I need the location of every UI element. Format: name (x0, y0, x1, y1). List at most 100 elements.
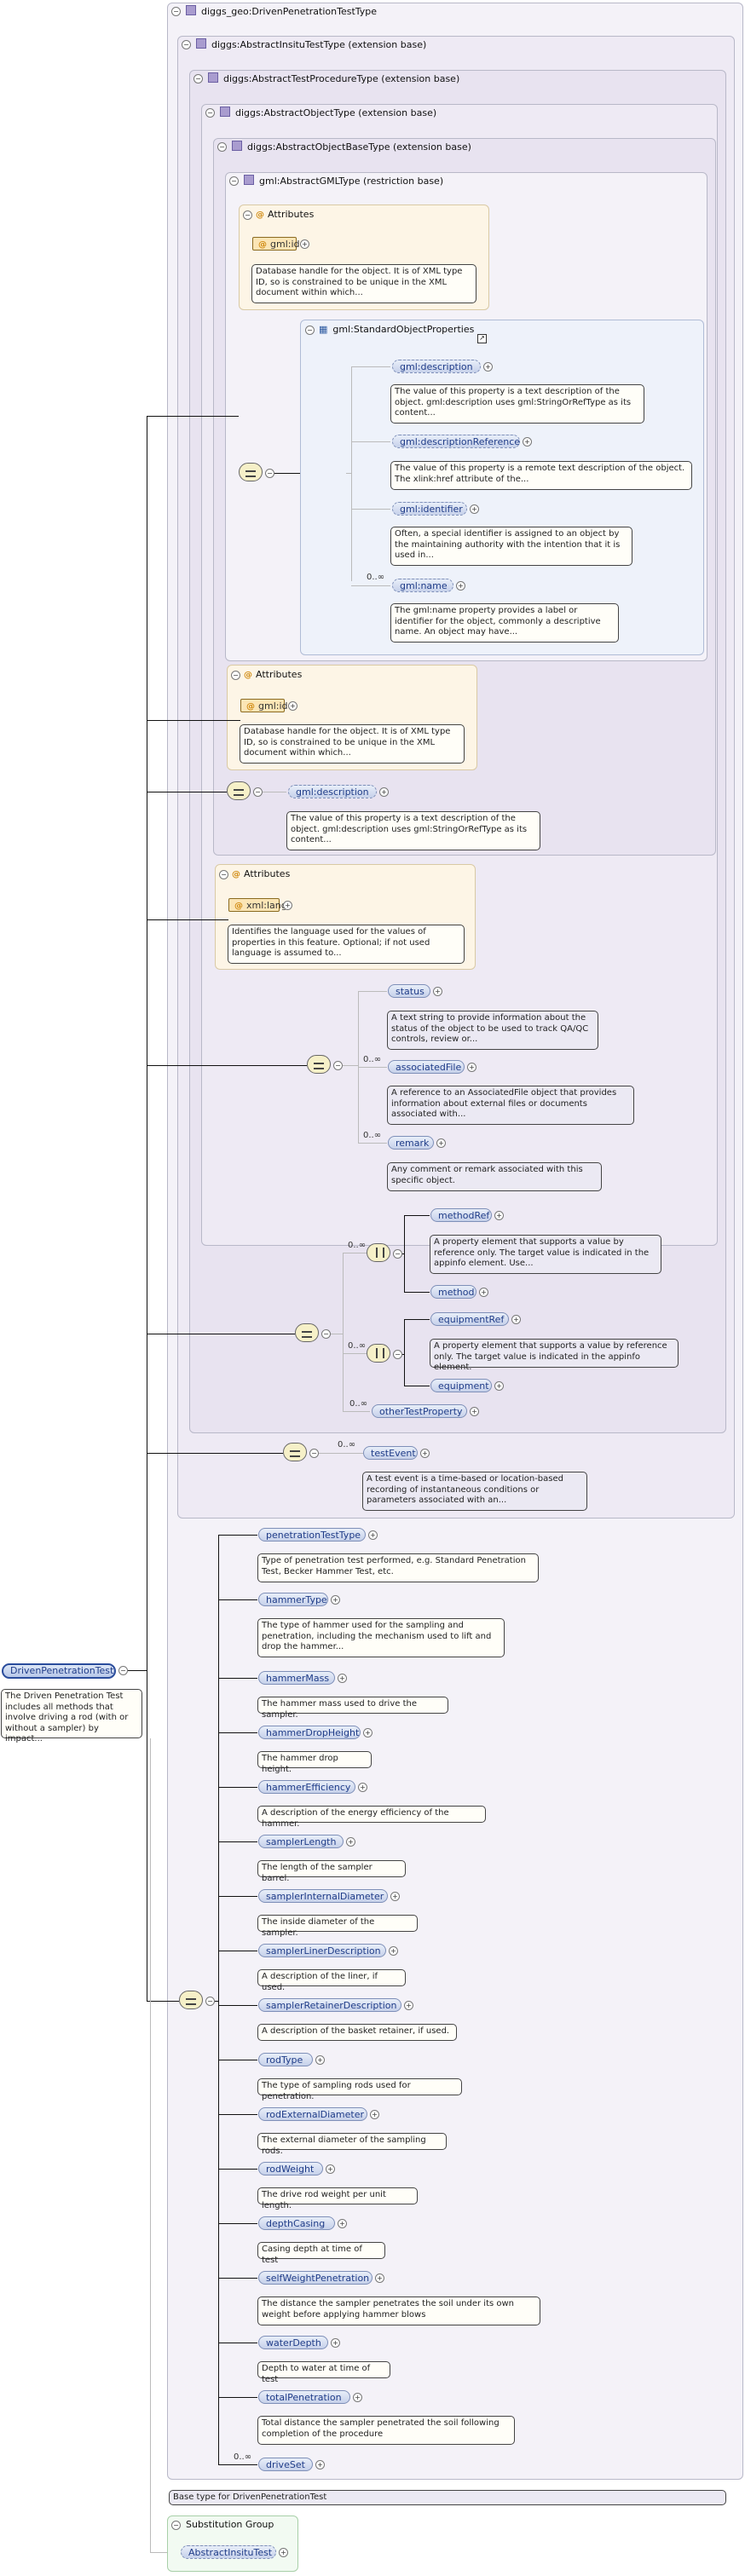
expand-toggle-sampler-liner-description[interactable]: + (389, 1946, 398, 1956)
expand-toggle-water-depth[interactable]: + (331, 2338, 340, 2348)
procedure-sequence-icon[interactable] (295, 1323, 319, 1342)
expand-toggle-status[interactable]: + (433, 987, 442, 996)
test-event-element[interactable]: testEvent (363, 1446, 418, 1460)
expand-toggle-gml-description-reference[interactable]: + (523, 437, 532, 447)
expand-toggle-xml-lang[interactable]: + (283, 901, 292, 910)
method-ref-element[interactable]: methodRef (430, 1208, 492, 1222)
expand-toggle-object-attributes[interactable]: − (219, 870, 228, 879)
expand-toggle-objectbase-attributes[interactable]: − (231, 671, 240, 680)
expand-toggle-associated-file[interactable]: + (467, 1063, 476, 1072)
hammer-type-element[interactable]: hammerType (258, 1593, 328, 1606)
depth-casing-element[interactable]: depthCasing (258, 2216, 335, 2230)
gml-identifier-element[interactable]: gml:identifier (392, 502, 467, 516)
expand-toggle-abstract-insitu-test[interactable]: + (279, 2548, 288, 2557)
expand-toggle-other-test-property[interactable]: + (470, 1407, 479, 1416)
sampler-retainer-description-element[interactable]: samplerRetainerDescription (258, 1998, 401, 2012)
method-element[interactable]: method (430, 1285, 476, 1299)
expand-toggle-method[interactable]: + (479, 1288, 488, 1297)
object-sequence-icon[interactable] (307, 1055, 331, 1074)
rod-weight-element[interactable]: rodWeight (258, 2162, 323, 2175)
method-choice-icon[interactable] (367, 1243, 390, 1262)
xml-lang-attribute[interactable]: @xml:lang (228, 898, 287, 912)
self-weight-penetration-element[interactable]: selfWeightPenetration (258, 2271, 372, 2285)
expand-toggle-test-event[interactable]: + (420, 1449, 430, 1458)
equipment-choice-icon[interactable] (367, 1344, 390, 1363)
expand-toggle-objectbase-description[interactable]: + (379, 787, 389, 797)
gml-id-attribute[interactable]: @gml:id (240, 699, 288, 712)
gml-sequence-icon[interactable] (239, 463, 263, 481)
gml-description-element[interactable]: gml:description (392, 360, 481, 373)
gml-id-attribute[interactable]: @gml:id (252, 237, 300, 251)
rod-type-element[interactable]: rodType (258, 2053, 313, 2066)
sampler-liner-description-element[interactable]: samplerLinerDescription (258, 1944, 386, 1957)
expand-toggle-gml-description[interactable]: + (483, 362, 493, 372)
expand-toggle-rod-weight[interactable]: + (326, 2164, 335, 2174)
expand-toggle-object[interactable]: − (205, 108, 215, 118)
expand-toggle-equipment-ref[interactable]: + (511, 1315, 521, 1324)
root-element-driven-penetration-test[interactable]: DrivenPenetrationTest (2, 1663, 116, 1679)
expand-toggle-hammer-type[interactable]: + (331, 1595, 340, 1605)
rod-external-diameter-element[interactable]: rodExternalDiameter (258, 2107, 367, 2121)
gml-name-element[interactable]: gml:name (392, 579, 453, 592)
expand-toggle-sampler-length[interactable]: + (346, 1837, 355, 1847)
expand-toggle-hammer-drop-height[interactable]: + (363, 1728, 372, 1738)
expand-toggle-remark[interactable]: + (436, 1138, 446, 1148)
expand-toggle-total-penetration[interactable]: + (353, 2393, 362, 2402)
equipment-ref-element[interactable]: equipmentRef (430, 1312, 509, 1326)
link-icon[interactable]: ↗ (477, 334, 487, 343)
expand-toggle-equipment[interactable]: + (494, 1381, 504, 1391)
expand-toggle-gml-id-2[interactable]: + (288, 701, 297, 711)
remark-element[interactable]: remark (388, 1136, 434, 1150)
expand-toggle-std-group[interactable]: − (305, 326, 315, 335)
expand-toggle-objectbase-sequence[interactable]: − (253, 787, 263, 797)
expand-toggle-penetration-test-type[interactable]: + (368, 1530, 378, 1540)
insitu-sequence-icon[interactable] (283, 1443, 307, 1461)
associated-file-element[interactable]: associatedFile (388, 1060, 465, 1074)
expand-toggle-equipment-choice[interactable]: − (393, 1350, 402, 1359)
expand-toggle-driven-sequence[interactable]: − (205, 1997, 215, 2006)
expand-toggle-sampler-internal-diameter[interactable]: + (390, 1892, 400, 1901)
gml-description-element[interactable]: gml:description (288, 785, 377, 798)
expand-toggle-insitu-sequence[interactable]: − (309, 1449, 319, 1458)
expand-toggle-method-ref[interactable]: + (494, 1211, 504, 1220)
other-test-property-element[interactable]: otherTestProperty (372, 1404, 467, 1418)
expand-toggle-gml-sequence[interactable]: − (265, 469, 274, 478)
expand-toggle-method-choice[interactable]: − (393, 1249, 402, 1259)
expand-toggle-depth-casing[interactable]: + (338, 2219, 347, 2228)
expand-toggle-sampler-retainer-description[interactable]: + (404, 2001, 413, 2010)
sampler-length-element[interactable]: samplerLength (258, 1835, 344, 1848)
total-penetration-element[interactable]: totalPenetration (258, 2390, 350, 2404)
expand-toggle-substitution[interactable]: − (171, 2521, 181, 2530)
water-depth-element[interactable]: waterDepth (258, 2336, 328, 2349)
expand-toggle-rod-type[interactable]: + (315, 2055, 325, 2065)
drive-set-element[interactable]: driveSet (258, 2458, 313, 2471)
expand-toggle-self-weight-penetration[interactable]: + (375, 2273, 384, 2283)
expand-toggle-procedure[interactable]: − (193, 74, 203, 84)
status-element[interactable]: status (388, 984, 430, 998)
expand-toggle-root[interactable]: − (118, 1666, 128, 1675)
expand-toggle-hammer-efficiency[interactable]: + (358, 1783, 367, 1792)
hammer-efficiency-element[interactable]: hammerEfficiency (258, 1780, 355, 1794)
expand-toggle-insitu[interactable]: − (182, 40, 191, 49)
expand-toggle-gml-id[interactable]: + (300, 239, 309, 249)
expand-toggle-object-sequence[interactable]: − (333, 1061, 343, 1070)
equipment-element[interactable]: equipment (430, 1379, 492, 1392)
expand-toggle-gml-attributes[interactable]: − (243, 210, 252, 220)
expand-toggle-gml-name[interactable]: + (456, 581, 465, 591)
hammer-mass-element[interactable]: hammerMass (258, 1671, 335, 1685)
sampler-internal-diameter-element[interactable]: samplerInternalDiameter (258, 1889, 388, 1903)
expand-toggle-objectbase[interactable]: − (217, 142, 227, 152)
expand-toggle-gml-identifier[interactable]: + (470, 504, 479, 514)
expand-toggle-rod-external-diameter[interactable]: + (370, 2110, 379, 2119)
penetration-test-type-element[interactable]: penetrationTestType (258, 1528, 366, 1542)
expand-toggle-procedure-sequence[interactable]: − (321, 1329, 331, 1339)
expand-toggle-gml[interactable]: − (229, 176, 239, 186)
expand-toggle-drive-set[interactable]: + (315, 2460, 325, 2469)
objectbase-sequence-icon[interactable] (227, 781, 251, 800)
gml-description-reference-element[interactable]: gml:descriptionReference (392, 435, 520, 448)
abstract-insitu-test-element[interactable]: AbstractInsituTest (181, 2545, 276, 2559)
hammer-drop-height-element[interactable]: hammerDropHeight (258, 1726, 361, 1739)
expand-toggle-driven[interactable]: − (171, 7, 181, 16)
driven-sequence-icon[interactable] (179, 1991, 203, 2009)
expand-toggle-hammer-mass[interactable]: + (338, 1674, 347, 1683)
